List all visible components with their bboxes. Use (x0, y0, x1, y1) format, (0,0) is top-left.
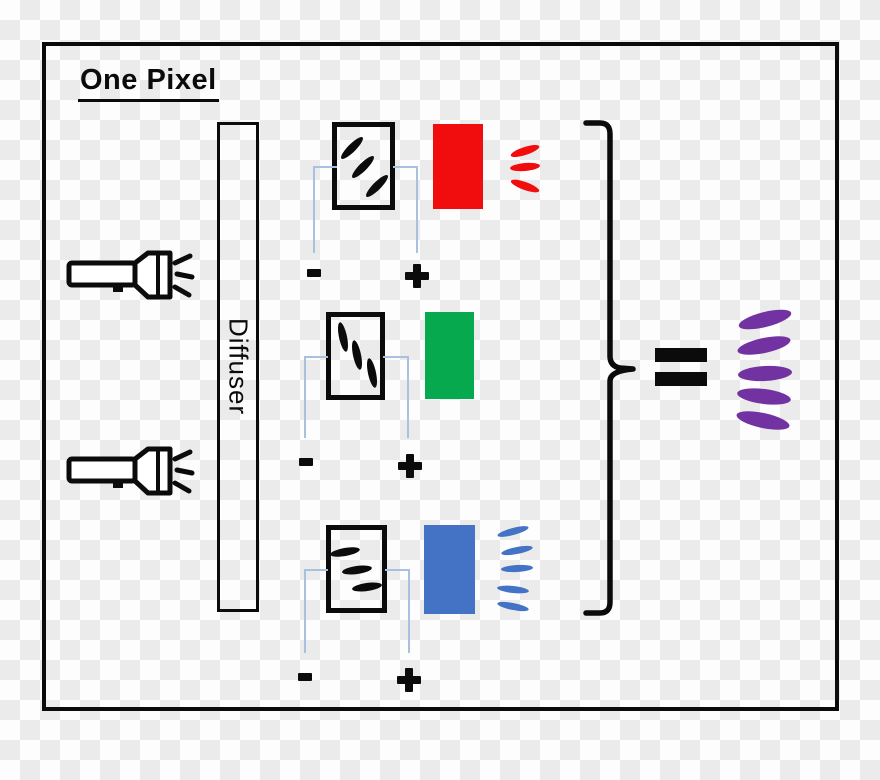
electrode-wire (313, 166, 315, 253)
equals-bar (655, 348, 707, 362)
flashlight-bottom-icon (64, 446, 196, 502)
diagram-border (42, 42, 839, 711)
diffuser-panel: Diffuser (217, 122, 259, 612)
liquid-crystal-cell-blue (326, 525, 387, 613)
liquid-crystal-molecule (329, 545, 361, 559)
blue-plus-sign (397, 668, 421, 692)
green-minus-sign (299, 458, 313, 466)
liquid-crystal-molecule (341, 563, 373, 577)
red-minus-sign (307, 269, 321, 277)
red-color-filter (433, 124, 483, 209)
electrode-wire (383, 356, 409, 358)
liquid-crystal-molecule (351, 580, 383, 594)
electrode-wire (304, 356, 328, 358)
liquid-crystal-molecule (335, 321, 351, 353)
page-title: One Pixel (78, 64, 219, 102)
liquid-crystal-cell-red (332, 122, 395, 210)
equals-sign (655, 348, 707, 386)
electrode-wire (416, 166, 418, 253)
electrode-wire (385, 569, 410, 571)
liquid-crystal-molecule (363, 172, 391, 200)
green-plus-sign (398, 454, 422, 478)
electrode-wire (407, 356, 409, 438)
liquid-crystal-cell-green (326, 312, 385, 400)
blue-color-filter (424, 525, 475, 614)
electrode-wire (304, 569, 306, 653)
liquid-crystal-molecule (364, 357, 380, 389)
electrode-wire (313, 166, 337, 168)
liquid-crystal-molecule (349, 339, 365, 371)
green-color-filter (425, 312, 474, 399)
equals-bar (655, 372, 707, 386)
liquid-crystal-molecule (349, 153, 377, 181)
electrode-wire (304, 356, 306, 438)
diffuser-label: Diffuser (223, 318, 254, 416)
flashlight-top-icon (64, 250, 196, 306)
blue-minus-sign (298, 673, 312, 681)
liquid-crystal-molecule (338, 134, 366, 162)
grouping-brace-icon (578, 116, 642, 620)
red-plus-sign (405, 264, 429, 288)
electrode-wire (393, 166, 418, 168)
electrode-wire (304, 569, 328, 571)
electrode-wire (408, 569, 410, 653)
